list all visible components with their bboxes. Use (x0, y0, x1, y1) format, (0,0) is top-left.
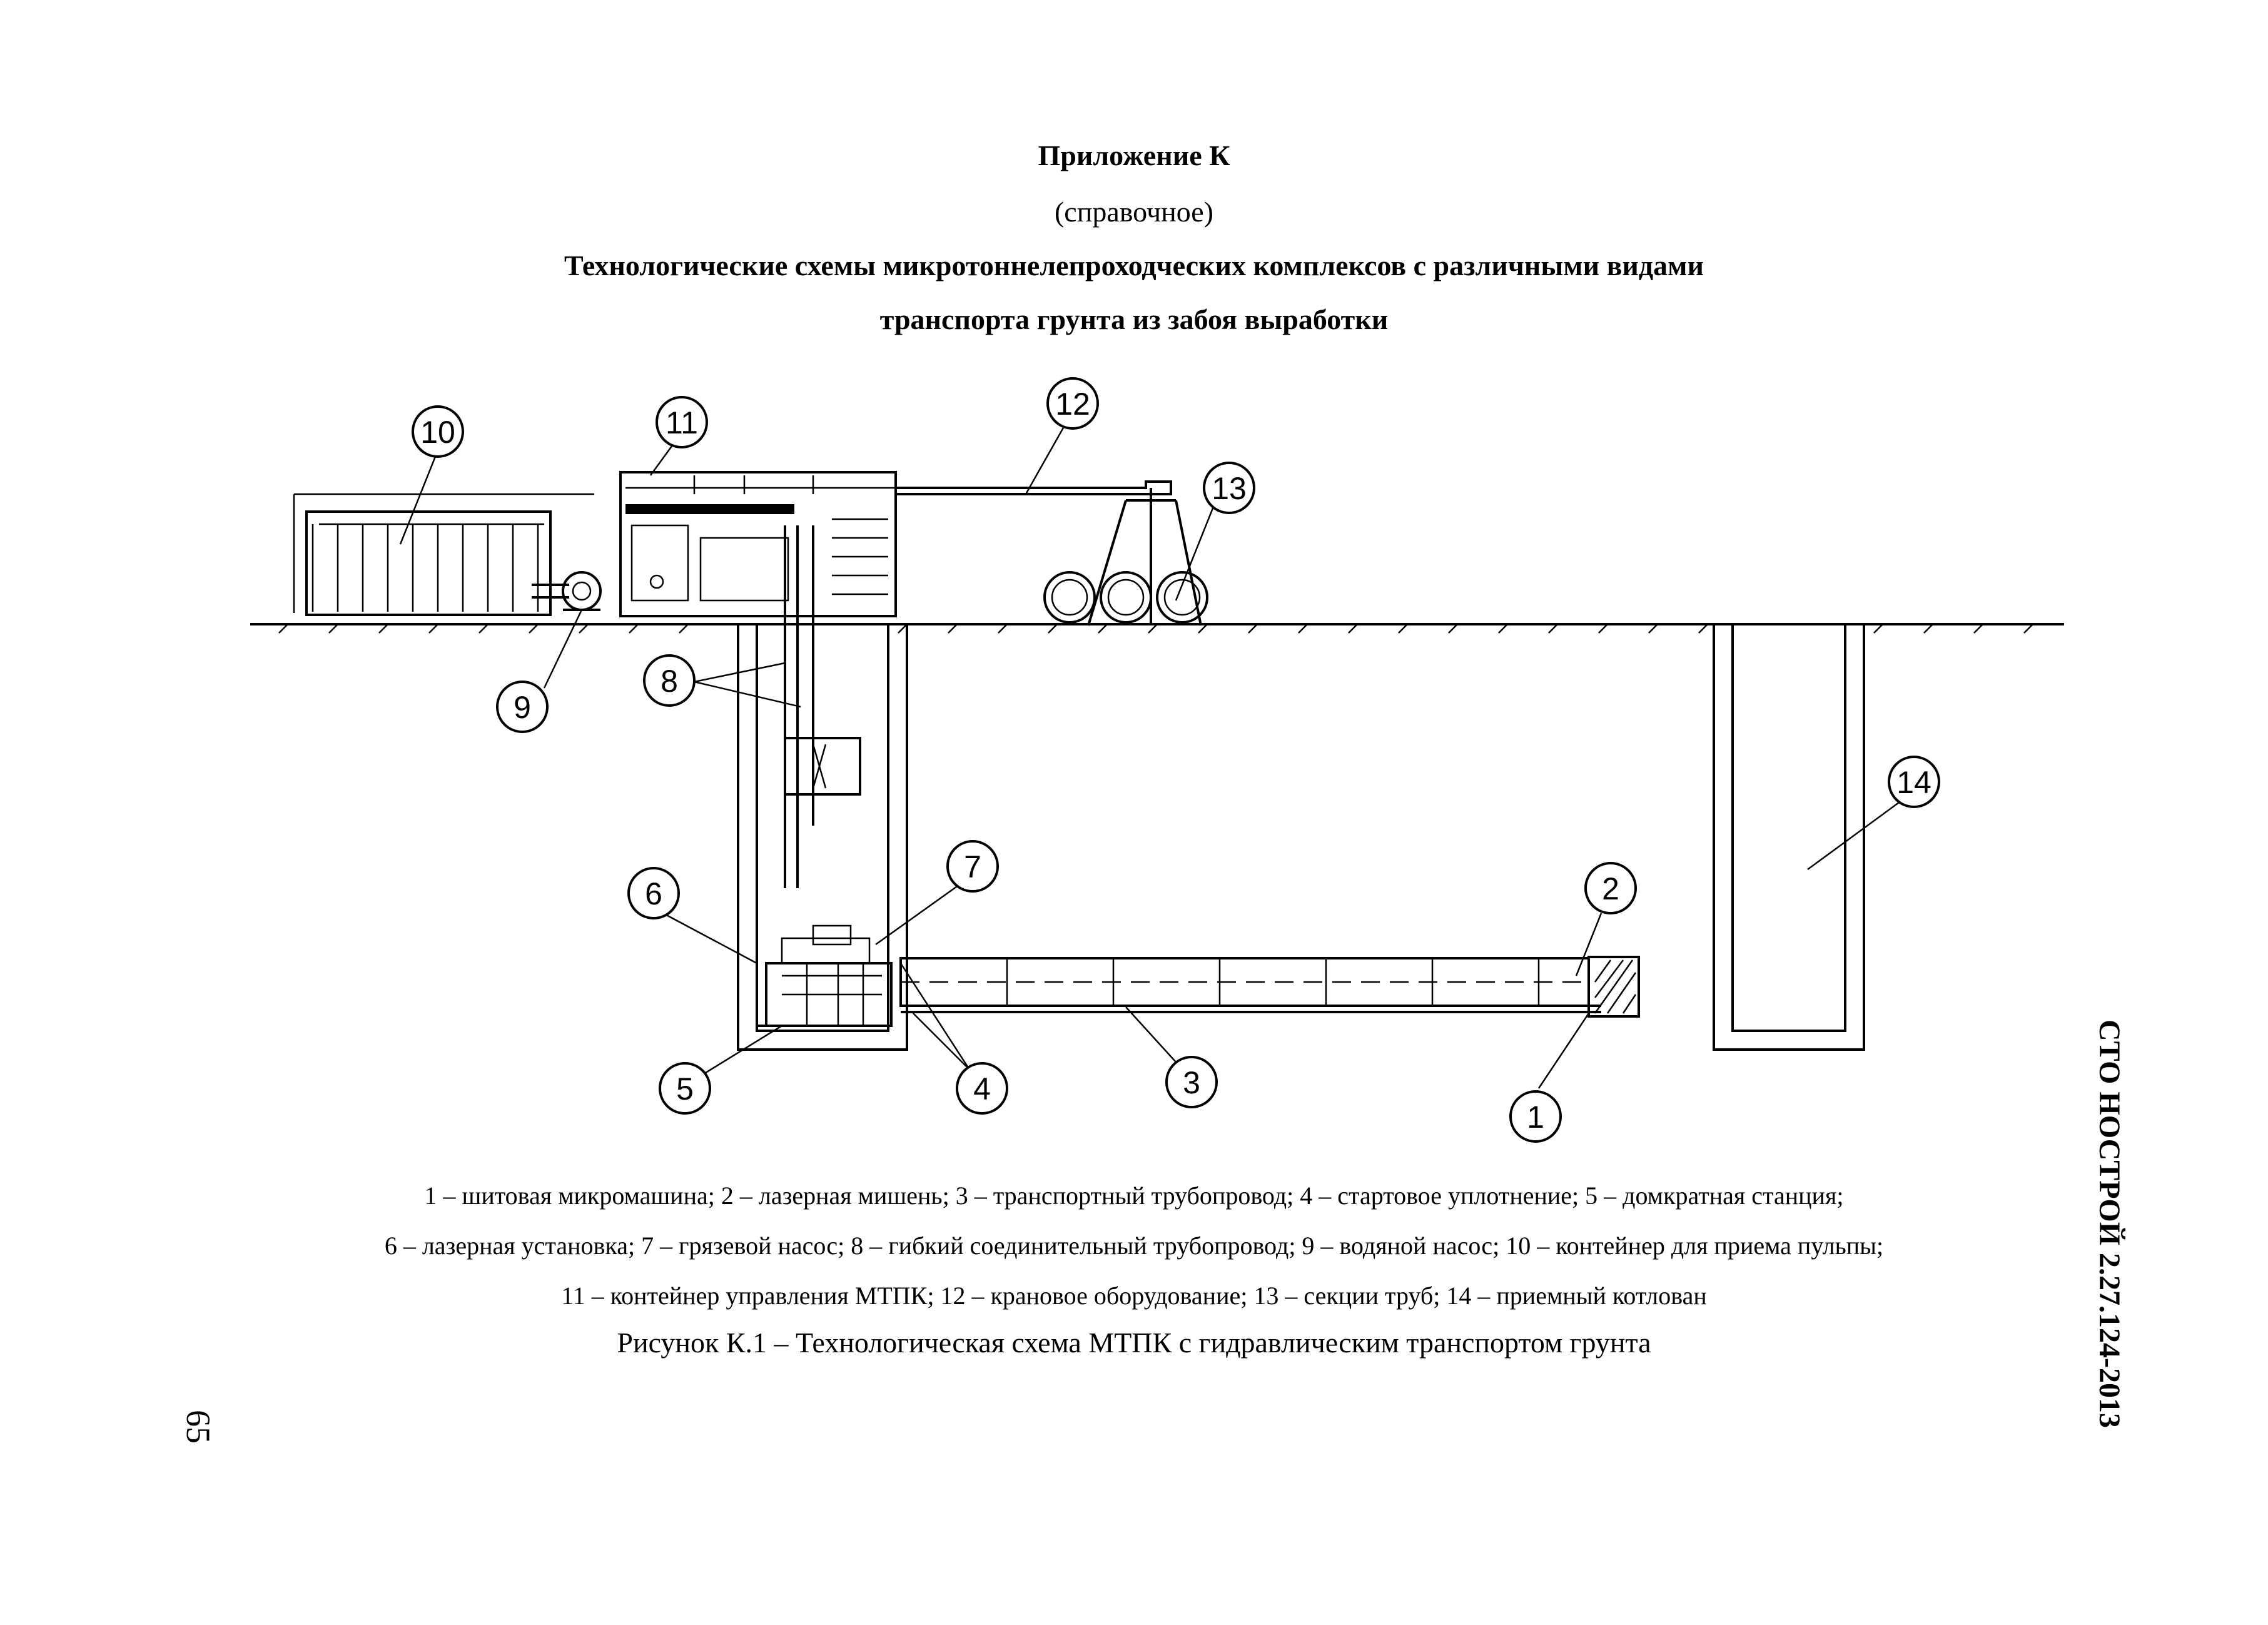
appendix-note: (справочное) (1054, 196, 1214, 228)
callout-2: 2 (1584, 862, 1637, 914)
figure-caption: Рисунок К.1 – Технологическая схема МТПК… (617, 1327, 1651, 1359)
svg-text:10: 10 (420, 415, 455, 450)
svg-text:2: 2 (1602, 871, 1619, 906)
document-code-text: СТО НОСТРОЙ 2.27.124-2013 (2093, 1020, 2126, 1429)
svg-text:12: 12 (1055, 387, 1090, 422)
flexible-pipeline (784, 525, 861, 888)
receiving-shaft (1713, 623, 1865, 1051)
svg-text:5: 5 (676, 1071, 694, 1106)
callout-6: 6 (627, 867, 680, 919)
callout-12: 12 (1046, 377, 1099, 430)
shield-micromachine (1587, 956, 1640, 1018)
ground-hatching (278, 624, 2033, 634)
legend-line-3: 11 – контейнер управления МТПК; 12 – кра… (561, 1282, 1707, 1310)
callout-7: 7 (946, 840, 999, 893)
svg-text:4: 4 (973, 1071, 991, 1106)
callout-1: 1 (1509, 1090, 1562, 1143)
pulp-container (293, 493, 594, 616)
appendix-title: Приложение К (1038, 139, 1230, 171)
legend-line-1: 1 – шитовая микромашина; 2 – лазерная ми… (424, 1182, 1844, 1210)
legend-line-2: 6 – лазерная установка; 7 – грязевой нас… (384, 1232, 1884, 1260)
document-code: СТО НОСТРОЙ 2.27.124-2013 (2089, 1020, 2164, 1428)
callout-11: 11 (656, 396, 708, 448)
pipe-sections (1043, 571, 1208, 624)
svg-text:11: 11 (666, 405, 698, 440)
jacking-station (765, 924, 893, 1027)
page-number: 65 (180, 1410, 217, 1444)
svg-text:14: 14 (1896, 765, 1931, 800)
callout-10: 10 (412, 405, 464, 458)
section-title-line-1: Технологические схемы микротоннелепроход… (564, 250, 1704, 281)
callout-9: 9 (496, 681, 549, 733)
svg-text:9: 9 (514, 690, 531, 725)
control-container (619, 471, 897, 617)
transport-pipeline (899, 957, 1601, 1013)
callout-13: 13 (1203, 462, 1255, 514)
svg-text:7: 7 (964, 849, 981, 884)
callout-5: 5 (659, 1062, 711, 1115)
callout-14: 14 (1888, 756, 1940, 808)
crane-equipment (894, 480, 1202, 626)
leader-lines (399, 422, 1902, 1089)
section-title-line-2: транспорта грунта из забоя выработки (879, 303, 1389, 335)
callout-4: 4 (956, 1062, 1008, 1115)
svg-text:3: 3 (1183, 1065, 1200, 1100)
launch-shaft (737, 623, 908, 1051)
svg-text:8: 8 (661, 664, 678, 699)
svg-text:6: 6 (645, 876, 662, 911)
svg-text:13: 13 (1212, 471, 1247, 506)
water-pump (532, 571, 602, 611)
callout-3: 3 (1165, 1056, 1218, 1108)
svg-text:1: 1 (1527, 1100, 1544, 1135)
callout-8: 8 (643, 654, 696, 707)
